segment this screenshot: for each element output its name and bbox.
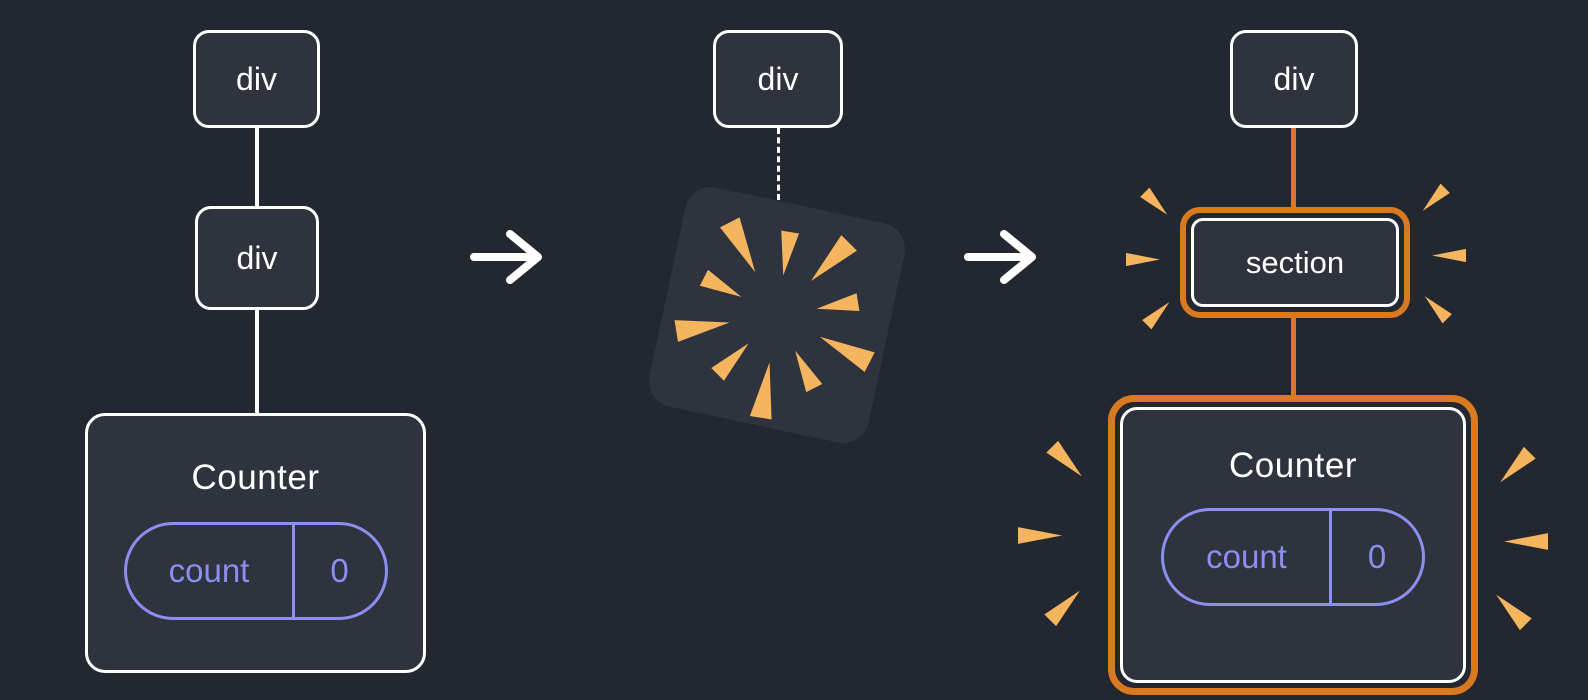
sparkle-icon [1043, 584, 1086, 627]
transition-root-div-node: div [713, 30, 843, 128]
before-counter-title: Counter [191, 458, 320, 497]
after-state-value: 0 [1329, 511, 1422, 603]
sparkle-icon [1018, 526, 1062, 545]
sparkle-icon [1417, 183, 1450, 216]
sparkle-icon [1419, 291, 1452, 324]
sparkle-icon [1432, 248, 1466, 263]
after-counter-inner: Counter count 0 [1120, 407, 1466, 683]
sparkle-icon [1141, 297, 1174, 330]
before-root-div-label: div [236, 60, 277, 97]
transition-dashed-edge [777, 128, 780, 200]
after-section-inner: section [1191, 218, 1399, 307]
before-state-value: 0 [291, 525, 385, 617]
before-root-div-node: div [193, 30, 320, 128]
sparkle-icon [1489, 588, 1532, 631]
after-section-label: section [1245, 244, 1345, 280]
after-edge-section-counter [1291, 318, 1296, 395]
arrow-icon [470, 230, 542, 284]
poof-icon [635, 173, 920, 458]
before-state-pill: count 0 [123, 522, 388, 620]
sparkle-icon [1504, 533, 1548, 550]
after-counter-card: Counter count 0 [1108, 395, 1478, 695]
after-root-div-node: div [1230, 30, 1358, 128]
before-child-div-label: div [236, 239, 278, 276]
before-state-key: count [168, 552, 250, 589]
before-edge-child-counter [255, 310, 259, 414]
poof-burst-icon [648, 186, 906, 444]
sparkle-icon [1493, 446, 1536, 489]
transition-root-div-label: div [757, 60, 799, 97]
after-counter-title: Counter [1228, 446, 1358, 485]
before-counter-card: Counter count 0 [85, 413, 426, 673]
sparkle-icon [1139, 187, 1172, 220]
after-section-node: section [1180, 207, 1410, 318]
before-child-div-node: div [195, 206, 319, 310]
after-state-pill: count 0 [1161, 508, 1425, 606]
after-root-div-label: div [1273, 60, 1315, 97]
sparkle-icon [1045, 440, 1088, 483]
before-edge-root-child [255, 128, 259, 206]
arrow-icon [964, 230, 1036, 284]
after-state-key: count [1206, 538, 1287, 575]
sparkle-icon [1126, 252, 1160, 267]
after-edge-root-section [1291, 128, 1296, 207]
